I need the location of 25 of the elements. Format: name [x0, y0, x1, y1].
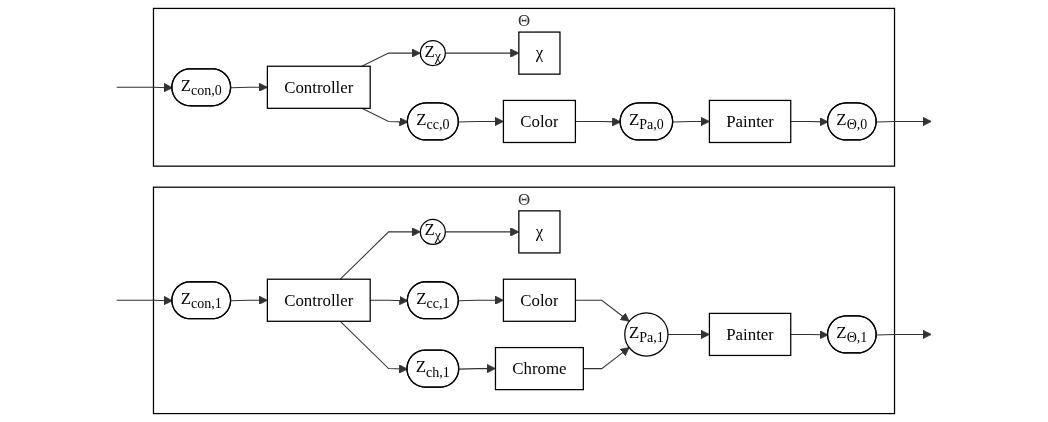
arrow — [458, 116, 504, 127]
node-box: Painter — [708, 312, 792, 357]
arrow — [876, 329, 932, 340]
arrow — [230, 82, 268, 92]
arrow — [230, 295, 268, 305]
arrow — [116, 82, 173, 93]
node-box: Chrome — [494, 346, 584, 391]
arrow — [361, 48, 421, 67]
node-box: Controller — [266, 65, 371, 109]
node-box: Color — [502, 99, 577, 144]
arrow — [339, 320, 408, 374]
node-box: χ — [518, 210, 561, 254]
node-circle: Z$_{χ}$ — [419, 40, 446, 67]
node-box: Painter — [708, 99, 792, 144]
node-circle: Z$_{χ}$ — [419, 218, 446, 245]
node-circle: Z$_{Pa,1}$ — [624, 312, 669, 357]
arrow — [672, 116, 710, 127]
arrow — [116, 295, 173, 306]
arrow — [458, 295, 504, 305]
arrow — [876, 116, 932, 127]
node-box: χ — [518, 31, 561, 75]
node-box: Color — [502, 278, 577, 322]
node-box: Controller — [266, 278, 371, 322]
arrow — [339, 227, 421, 280]
arrow — [458, 363, 496, 374]
